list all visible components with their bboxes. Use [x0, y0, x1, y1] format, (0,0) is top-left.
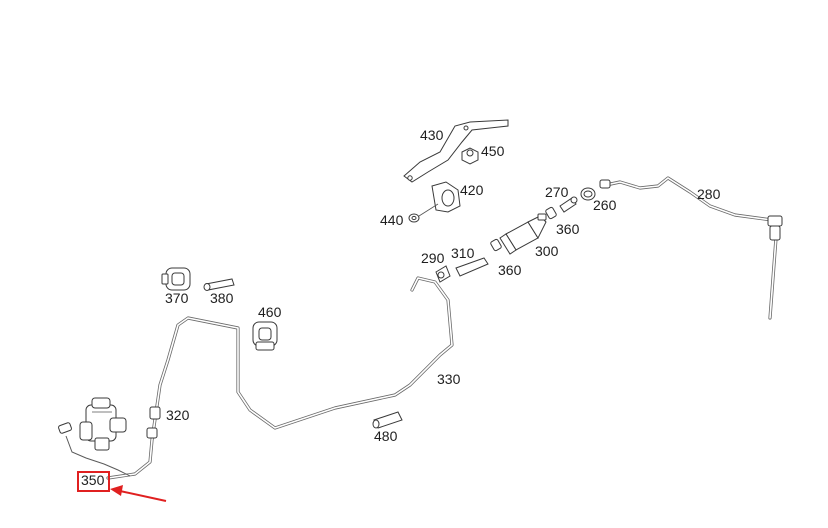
connector-270[interactable] — [559, 196, 578, 213]
grommet-440[interactable] — [408, 203, 439, 223]
fuel-line-280[interactable] — [604, 176, 778, 320]
fuel-line-330[interactable] — [106, 276, 454, 480]
bracket-430[interactable] — [403, 119, 509, 183]
label-360-lower: 360 — [498, 262, 522, 278]
label-460: 460 — [258, 304, 282, 320]
label-320: 320 — [166, 407, 190, 423]
bracket-370[interactable] — [161, 267, 191, 291]
label-300: 300 — [535, 243, 559, 259]
label-420: 420 — [460, 182, 484, 198]
label-260: 260 — [593, 197, 617, 213]
label-380: 380 — [210, 290, 234, 306]
clamp-360-upper[interactable] — [545, 206, 557, 220]
clamp-320[interactable] — [149, 406, 161, 420]
highlight-box-350 — [77, 471, 110, 492]
label-290: 290 — [421, 250, 445, 266]
label-430: 430 — [420, 127, 444, 143]
clamp-360-lower[interactable] — [490, 238, 502, 252]
label-310: 310 — [451, 245, 475, 261]
sensor-350[interactable] — [58, 422, 131, 477]
connector-280-start[interactable] — [599, 179, 611, 189]
label-450: 450 — [481, 143, 505, 159]
label-280: 280 — [697, 186, 721, 202]
label-270: 270 — [545, 184, 569, 200]
label-350[interactable]: 350 — [81, 472, 105, 488]
hose-380[interactable] — [203, 278, 235, 291]
nut-450[interactable] — [461, 147, 479, 165]
connector-280-end[interactable] — [767, 215, 783, 241]
ring-260[interactable] — [580, 187, 596, 201]
highlight-arrow-350 — [110, 485, 167, 502]
hose-480[interactable] — [372, 411, 403, 429]
fuel-pump-300[interactable] — [499, 213, 547, 255]
bracket-460[interactable] — [252, 321, 278, 351]
hose-310[interactable] — [455, 257, 489, 277]
label-480: 480 — [374, 428, 398, 444]
label-330: 330 — [437, 371, 461, 387]
clamp-290[interactable] — [435, 265, 451, 283]
connector-320-lower[interactable] — [146, 427, 158, 439]
clamp-420[interactable] — [431, 181, 461, 213]
label-360-upper: 360 — [556, 221, 580, 237]
label-440: 440 — [380, 212, 404, 228]
heater-unit[interactable] — [79, 397, 127, 451]
label-370: 370 — [165, 290, 189, 306]
